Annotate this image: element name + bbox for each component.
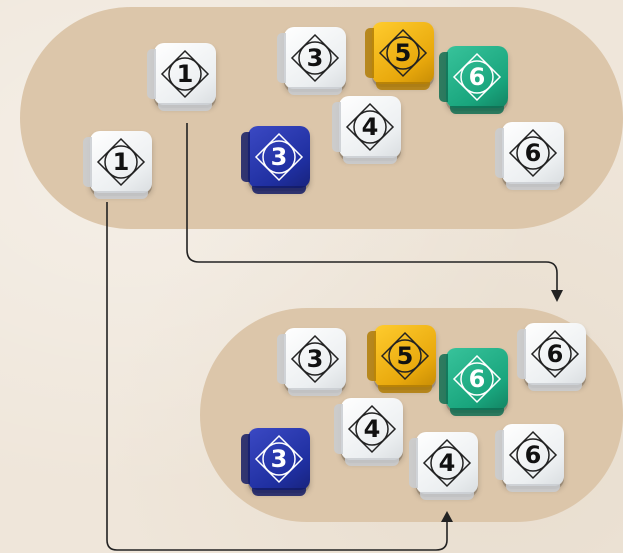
die-top-3[interactable]: 3	[277, 27, 346, 95]
die-top-1[interactable]: 1	[83, 131, 152, 199]
diamond-circle-icon	[508, 430, 558, 480]
die-top-6[interactable]: 3	[241, 126, 310, 194]
die-top-2[interactable]: 1	[147, 43, 216, 111]
die-bottom-8[interactable]: 6	[495, 424, 564, 492]
die-bottom-3[interactable]: 6	[439, 348, 508, 416]
diamond-circle-icon	[96, 137, 146, 187]
diamond-circle-icon	[160, 49, 210, 99]
diamond-circle-icon	[378, 28, 428, 78]
diamond-circle-icon	[422, 438, 472, 488]
arrow-head-lower	[441, 511, 453, 522]
diamond-circle-icon	[452, 354, 502, 404]
diamond-circle-icon	[345, 102, 395, 152]
arrow-head-upper	[551, 290, 563, 302]
die-bottom-4[interactable]: 6	[517, 323, 586, 391]
die-value: 5	[396, 342, 414, 370]
diamond-circle-icon	[254, 132, 304, 182]
die-value: 6	[546, 340, 564, 368]
die-bottom-2[interactable]: 5	[367, 325, 436, 393]
die-value: 6	[468, 63, 486, 91]
diamond-circle-icon	[290, 33, 340, 83]
die-bottom-7[interactable]: 4	[409, 432, 478, 500]
die-value: 4	[438, 449, 456, 477]
die-value: 5	[394, 39, 412, 67]
die-bottom-5[interactable]: 4	[334, 398, 403, 466]
reroll-arrow-upper	[186, 123, 558, 292]
die-bottom-6[interactable]: 3	[241, 428, 310, 496]
die-value: 4	[361, 113, 379, 141]
diamond-circle-icon	[452, 52, 502, 102]
die-bottom-1[interactable]: 3	[277, 328, 346, 396]
die-value: 3	[270, 445, 288, 473]
reroll-arrow-lower	[106, 202, 448, 551]
diamond-circle-icon	[347, 404, 397, 454]
diamond-circle-icon	[508, 128, 558, 178]
die-top-7[interactable]: 4	[332, 96, 401, 164]
diamond-circle-icon	[380, 331, 430, 381]
die-value: 6	[524, 441, 542, 469]
die-value: 1	[112, 148, 130, 176]
diamond-circle-icon	[530, 329, 580, 379]
die-top-5[interactable]: 6	[439, 46, 508, 114]
die-top-4[interactable]: 5	[365, 22, 434, 90]
die-value: 4	[363, 415, 381, 443]
die-top-8[interactable]: 6	[495, 122, 564, 190]
die-value: 6	[468, 365, 486, 393]
die-value: 6	[524, 139, 542, 167]
die-value: 3	[270, 143, 288, 171]
die-value: 1	[176, 60, 194, 88]
diamond-circle-icon	[254, 434, 304, 484]
diamond-circle-icon	[290, 334, 340, 384]
die-value: 3	[306, 44, 324, 72]
die-value: 3	[306, 345, 324, 373]
